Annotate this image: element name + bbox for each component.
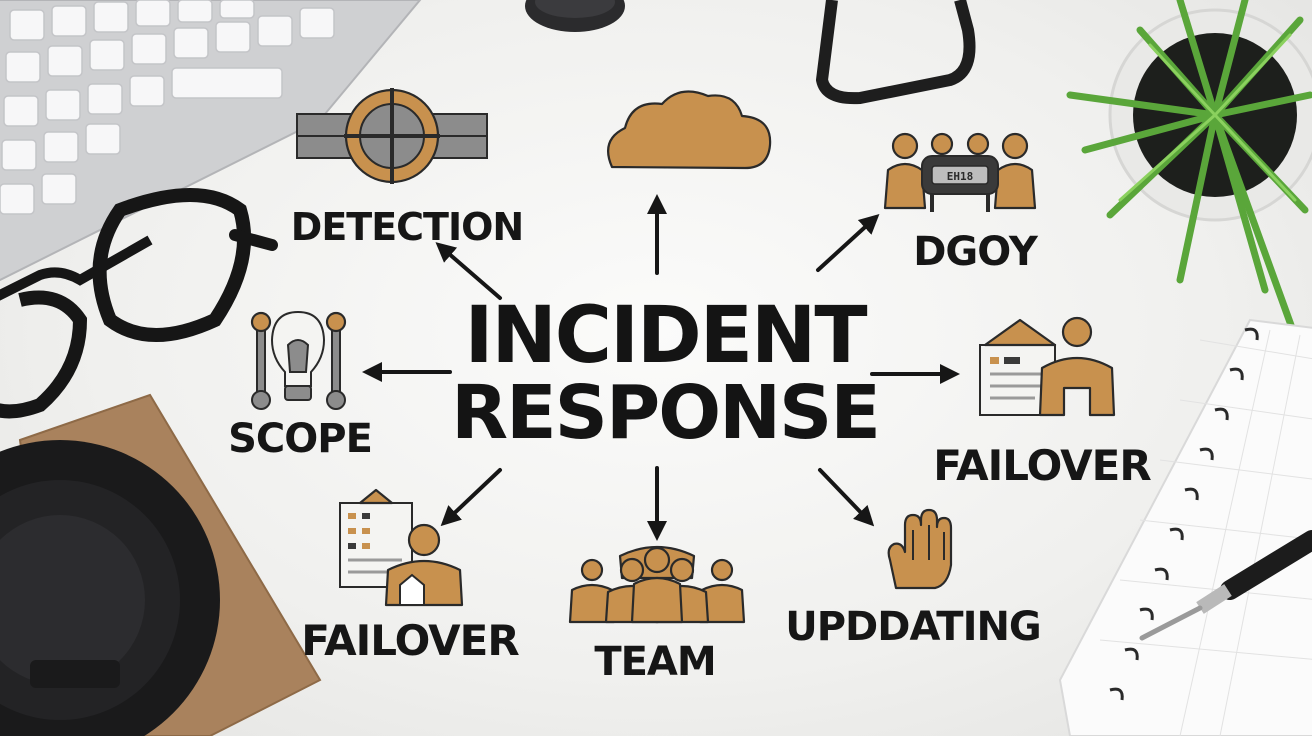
checklist-person-icon	[339, 488, 464, 607]
team-node: TEAM	[568, 546, 746, 685]
detection-node: DETECTION	[291, 88, 524, 249]
camera-lens-prop	[0, 440, 220, 736]
failover-right-label: FAILOVER	[933, 441, 1151, 490]
spiral-notepad-prop	[1058, 318, 1312, 736]
cloud-node	[607, 90, 772, 170]
arrow-to-failover-left	[440, 468, 502, 527]
failover-right-node: FAILOVER	[933, 316, 1152, 490]
raised-hand-icon	[887, 508, 953, 590]
eyeglasses-left-prop	[0, 188, 278, 419]
eyeglasses-top-prop	[816, 0, 976, 105]
team-device-icon: EH18	[883, 132, 1037, 212]
failover-left-node: FAILOVER	[301, 488, 520, 665]
device-screen-text: EH18	[947, 170, 974, 183]
title-line-2: RESPONSE	[451, 370, 879, 456]
cloud-icon	[607, 90, 772, 170]
failover-left-label: FAILOVER	[301, 616, 519, 665]
scope-label: SCOPE	[228, 416, 372, 462]
updating-node: UPDDATING	[785, 508, 1042, 650]
pen-prop	[1139, 530, 1312, 641]
team-people-icon	[568, 546, 746, 624]
satellite-target-icon	[296, 88, 488, 184]
arrow-to-detection	[435, 242, 502, 300]
arrow-to-dgoy	[816, 213, 880, 272]
team-label: TEAM	[594, 639, 715, 685]
document-person-icon	[979, 316, 1116, 417]
scope-node: SCOPE	[228, 310, 373, 462]
title-line-1: INCIDENT	[464, 291, 867, 381]
dgoy-label: DGOY	[913, 229, 1039, 275]
keyboard-prop	[0, 0, 422, 282]
arrow-to-updating	[818, 468, 875, 527]
plant-prop	[1066, 0, 1312, 354]
lightbulb-icon	[250, 310, 347, 410]
updating-label: UPDDATING	[785, 604, 1041, 650]
mouse-prop	[525, 0, 625, 32]
detection-label: DETECTION	[291, 205, 523, 249]
dgoy-node: EH18 DGOY	[883, 132, 1040, 275]
diagram-arrows	[362, 194, 960, 541]
